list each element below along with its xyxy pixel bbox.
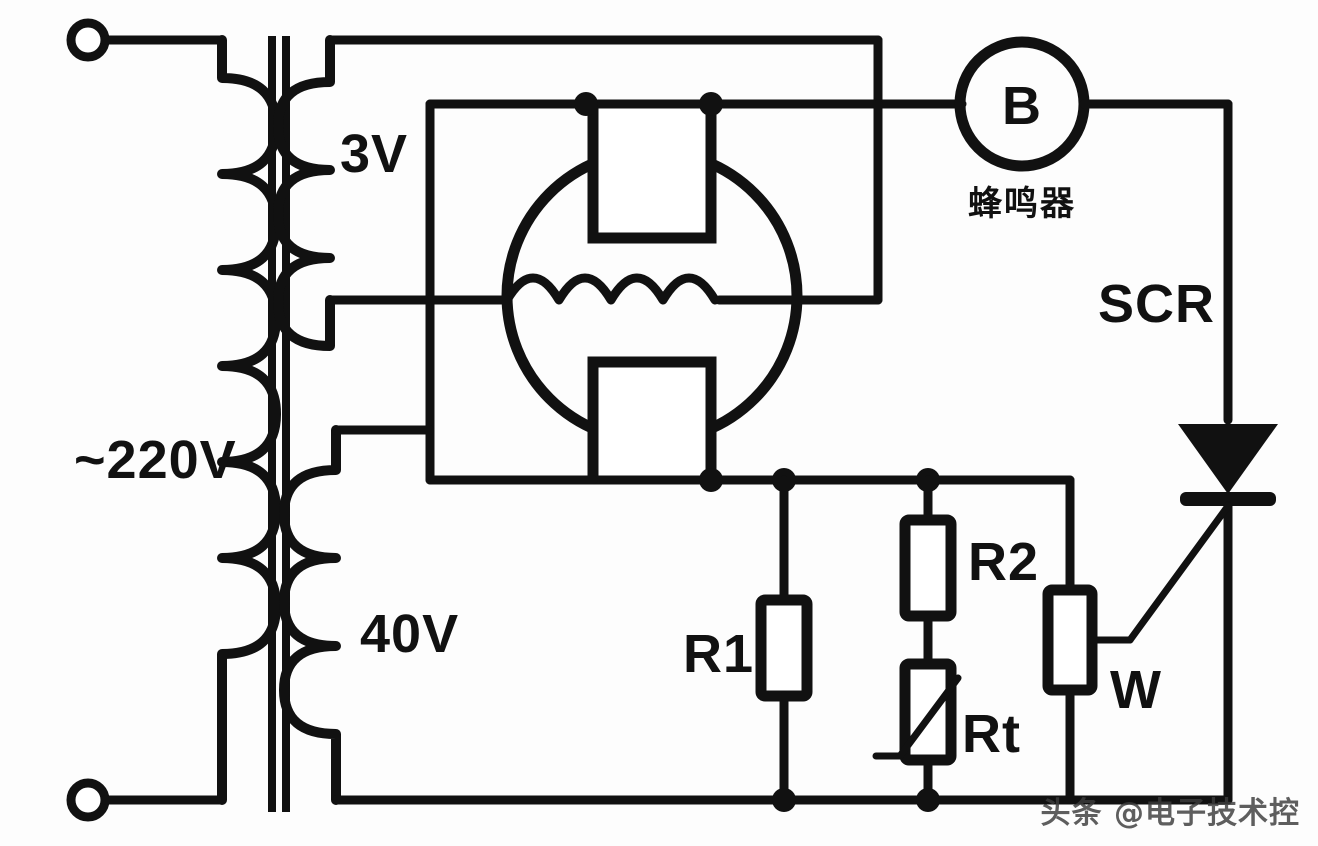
mains-terminal-top[interactable] (66, 18, 110, 62)
junction-dot-cathode-rail (699, 468, 723, 492)
r1-label: R1 (683, 624, 754, 684)
w-body (1042, 584, 1098, 696)
mains-terminal-bottom[interactable] (66, 778, 110, 822)
secondary-winding-label: 40V (360, 604, 459, 664)
potentiometer-w[interactable]: W (1042, 475, 1162, 805)
junction-dot-plate-right (699, 92, 723, 116)
tube-filament-wave (502, 273, 720, 305)
r2-body (899, 514, 957, 622)
junction-dot-rt-bottom (916, 788, 940, 812)
tube-plate-element (587, 104, 717, 244)
grid-rail-group (425, 92, 883, 305)
buzzer-name-label: 蜂鸣器 (968, 184, 1076, 224)
resistor-r1[interactable]: R1 (683, 475, 813, 812)
tube-cathode-element (587, 356, 717, 480)
transformer-heater-winding-3v (273, 35, 335, 351)
top-rail-group (325, 35, 967, 109)
r2-label: R2 (968, 532, 1039, 592)
heater-return-group (325, 99, 883, 305)
watermark: 头条 @电子技术控 (1040, 796, 1300, 831)
r1-body (755, 594, 813, 702)
thyristor-scr[interactable]: SCR (1098, 274, 1278, 805)
transformer-primary-winding (217, 35, 281, 805)
mains-voltage-label: ~220V (74, 430, 237, 490)
scr-label: SCR (1098, 274, 1215, 334)
scr-cathode-bar (1180, 492, 1276, 506)
w-label: W (1110, 660, 1162, 720)
vacuum-tube[interactable] (501, 99, 803, 480)
mains-input-group (66, 18, 227, 822)
thermistor-rt[interactable]: Rt (872, 658, 1021, 812)
junction-dot-plate-left (574, 92, 598, 116)
transformer (217, 35, 341, 812)
junction-dot-r1-bottom (772, 788, 796, 812)
scr-triangle (1178, 424, 1278, 494)
resistor-r2[interactable]: R2 (899, 475, 1039, 669)
cathode-branch-group (331, 295, 1075, 492)
heater-winding-label: 3V (340, 124, 408, 184)
rt-thermistor-slash (872, 674, 962, 760)
scr-gate-wire (1126, 502, 1232, 644)
rt-label: Rt (962, 704, 1021, 764)
buzzer[interactable]: B 蜂鸣器 (954, 36, 1233, 224)
buzzer-symbol-label: B (1002, 76, 1042, 136)
transformer-secondary-winding-40v (279, 425, 341, 805)
